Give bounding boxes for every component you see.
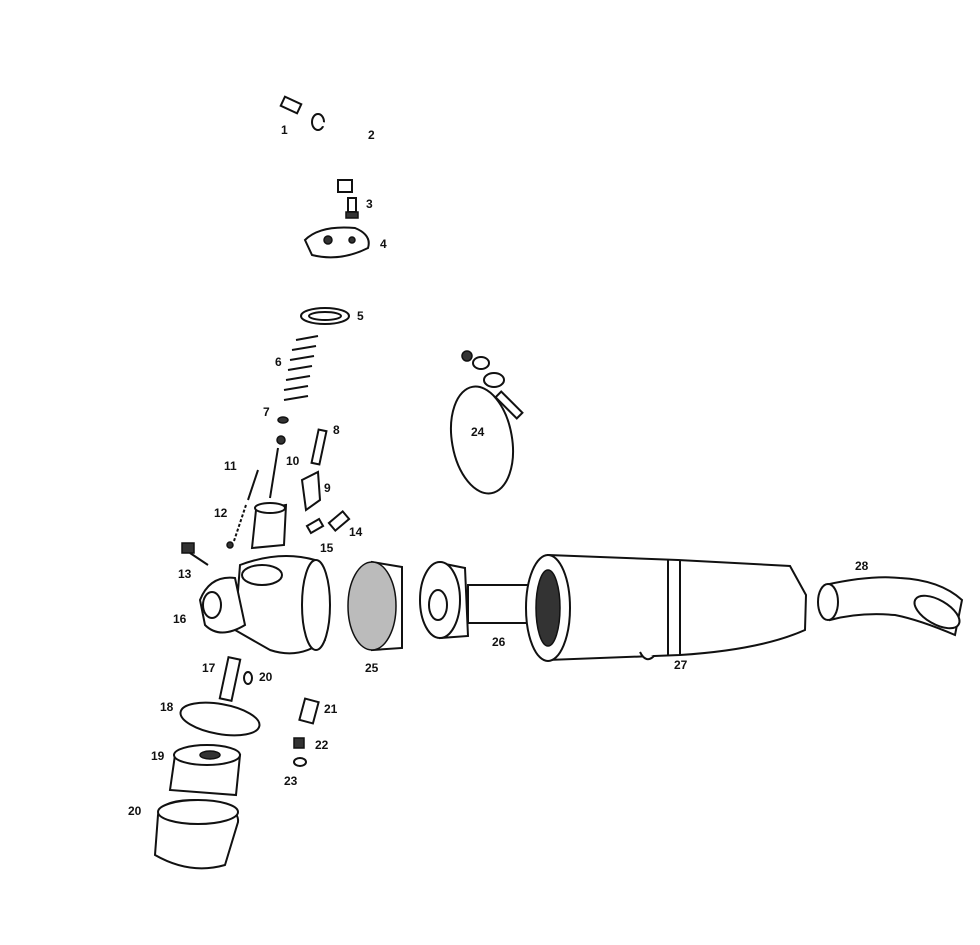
label-28: 28 [855, 559, 869, 573]
label-18: 18 [160, 700, 174, 714]
part-24-hose-clamp [450, 350, 524, 495]
label-9: 9 [324, 481, 331, 495]
label-13: 13 [178, 567, 192, 581]
part-4-cover [303, 226, 370, 259]
part-6-spring [283, 335, 319, 401]
label-1: 1 [281, 123, 288, 137]
part-throttle-slide [250, 502, 288, 550]
label-20-float-bowl: 20 [128, 804, 142, 818]
part-13-air-screw [181, 542, 209, 566]
part-10-needle-jet [269, 435, 286, 499]
part-9-slide-bracket [300, 470, 322, 512]
label-22: 22 [315, 738, 329, 752]
part-20-washer [243, 671, 253, 685]
label-11: 11 [224, 459, 237, 473]
label-20: 20 [259, 670, 273, 684]
label-6: 6 [275, 355, 282, 369]
label-27: 27 [674, 658, 688, 672]
part-17-main-jet [218, 656, 242, 702]
label-21: 21 [324, 702, 338, 716]
part-23-washer [293, 757, 307, 767]
part-20-float-bowl [153, 798, 240, 870]
part-28-intake-elbow [817, 576, 964, 637]
label-8: 8 [333, 423, 340, 437]
part-12-screw-spring [226, 504, 247, 549]
part-16-carburettor-body [198, 555, 331, 655]
part-7-clip [277, 416, 289, 424]
part-flange [419, 561, 470, 640]
part-27-air-filter-housing [525, 553, 808, 662]
label-7: 7 [263, 405, 270, 419]
label-24: 24 [471, 425, 485, 439]
label-26: 26 [492, 635, 506, 649]
label-2: 2 [368, 128, 375, 142]
part-8-needle [310, 428, 328, 466]
part-25-filter-mesh [347, 560, 403, 652]
label-15: 15 [320, 541, 334, 555]
part-19-float [168, 744, 242, 797]
label-3: 3 [366, 197, 373, 211]
label-12: 12 [214, 506, 228, 520]
part-1-banjo-bolt [279, 95, 325, 131]
part-22-nut [293, 737, 305, 749]
label-23: 23 [284, 774, 298, 788]
label-16: 16 [173, 612, 187, 626]
part-21-banjo-fitting [298, 697, 320, 725]
part-5-ring [300, 307, 350, 325]
label-10: 10 [286, 454, 300, 468]
part-15-nut [305, 517, 325, 535]
part-11-pin [247, 469, 259, 501]
part-14-screw [327, 509, 351, 533]
label-25: 25 [365, 661, 379, 675]
label-17: 17 [202, 661, 216, 675]
part-2-fuel-pipe [321, 122, 358, 193]
label-14: 14 [349, 525, 363, 539]
part-3-screw [345, 197, 359, 219]
part-18-gasket [179, 701, 261, 737]
label-19: 19 [151, 749, 165, 763]
label-4: 4 [380, 237, 387, 251]
label-5: 5 [357, 309, 364, 323]
